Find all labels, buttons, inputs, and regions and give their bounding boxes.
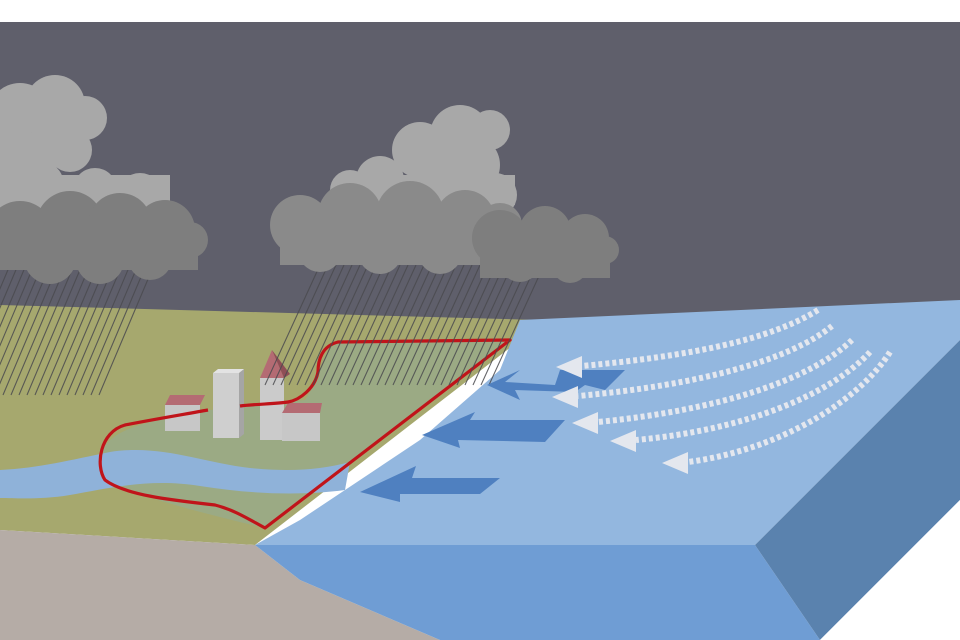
rain-streak [0,264,11,291]
wind-arrowhead [556,356,582,378]
wind-arrowheads [552,356,688,474]
top-margin [0,0,960,22]
sea-side-face [755,340,960,640]
wind-arrow-path [577,323,834,399]
rain-streak [360,264,417,386]
rain-streak [280,264,337,386]
rain-streak [376,264,433,386]
rain-streak [50,264,107,396]
rain-streak [352,264,409,386]
rain-streak [488,264,545,386]
wind-arrow-path [687,350,893,465]
rain-streak [464,264,521,386]
wind-arrowhead [610,430,636,452]
river [0,449,350,499]
rain-streak [26,264,83,396]
rain-streak [440,264,497,386]
rain-streak [82,264,139,396]
wind-arrowhead [662,452,688,474]
storm-cloud-center [270,105,619,283]
wind-arrow-path [581,307,820,369]
rain-streak [296,264,353,386]
rain-streak [432,264,489,386]
wind-arrow-path [635,349,873,443]
wind-arrow-path [597,337,855,425]
rain-streak [408,264,465,386]
background-corner [820,500,960,640]
flood-extent-outline [98,338,512,530]
rain-streak [392,264,449,386]
rain-streak [456,264,513,386]
surge-arrow [487,370,625,400]
rain-streak [472,264,529,386]
rain-streak [344,264,401,386]
rain-streak [312,264,369,386]
coastal-town [165,350,322,441]
rainfall-left [0,264,155,396]
rain-streak [448,264,505,386]
rainfall-center [264,264,545,386]
surge-arrows [360,370,625,502]
rain-streak [328,264,385,386]
rain-streak [320,264,377,386]
wind-arrowhead [572,412,598,434]
rain-streak [336,264,393,386]
rain-streak [10,264,67,396]
rain-streak [368,264,425,386]
storm-cloud-left [0,75,208,284]
surge-arrow [422,412,565,448]
rain-streak [384,264,441,386]
rain-streak [58,264,115,396]
rain-streak [98,264,155,396]
rain-streak [424,264,481,386]
rain-streak [304,264,361,386]
rain-streak [416,264,473,386]
sea-front-face [255,545,820,640]
surge-arrow [360,466,500,502]
ground-section [0,530,440,640]
rain-streak [90,264,147,396]
rain-streak [66,264,123,396]
rain-streak [34,264,91,396]
rain-streak [0,264,27,328]
rain-streak [0,264,43,366]
rain-streak [42,264,99,396]
rain-streak [0,264,51,385]
rain-streak [264,264,321,386]
rain-streak [0,264,35,347]
rain-streak [0,264,19,309]
rain-streak [18,264,75,396]
rain-streak [400,264,457,386]
rain-streak [2,264,59,396]
wind-arrows [577,307,893,465]
rain-streak [288,264,345,386]
rain-streak [74,264,131,396]
rain-streak [480,264,537,386]
rain-streak [272,264,329,386]
wind-arrowhead [552,386,578,408]
